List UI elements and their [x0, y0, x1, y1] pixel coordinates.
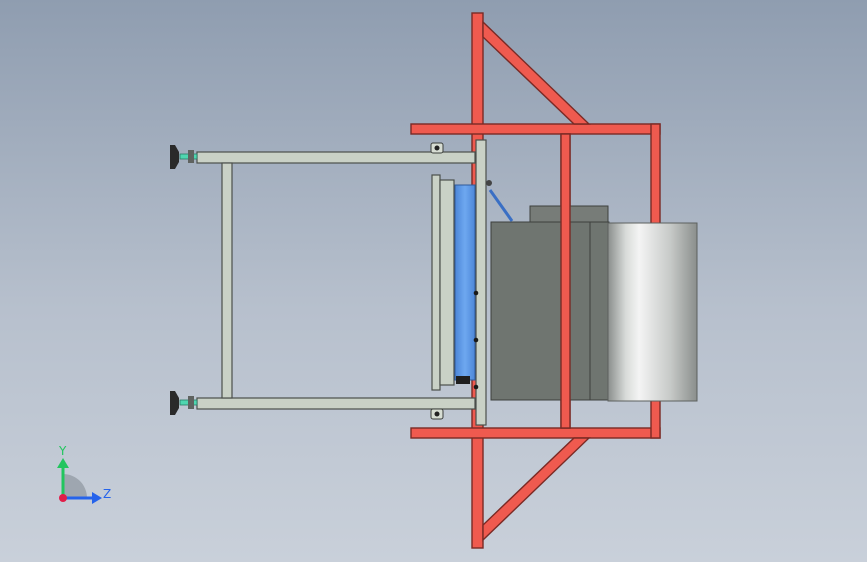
- triad-rotation-arc: [63, 474, 87, 498]
- y-axis-label: Y: [58, 444, 67, 458]
- top-bracket-bolt: [434, 145, 440, 151]
- leveling-foot-bottom[interactable]: [170, 391, 198, 415]
- foot-nut: [188, 396, 194, 409]
- red-frame-bottom-brace: [482, 437, 591, 542]
- bottom-bracket-bolt: [434, 411, 440, 417]
- steel-bottom-arm: [196, 397, 476, 410]
- y-axis-arrow-icon: [57, 458, 69, 468]
- foot-pad: [170, 145, 179, 169]
- red-frame-middle-post-front: [560, 133, 571, 429]
- z-axis-label: Z: [103, 487, 111, 501]
- dark-unit-body: [490, 221, 610, 401]
- steel-front-plate: [475, 139, 487, 426]
- dark-unit[interactable]: [490, 205, 610, 401]
- roller-cylinder[interactable]: [607, 222, 698, 402]
- x-axis-dot-icon: [59, 494, 67, 502]
- steel-inner-vertical-2: [439, 179, 455, 386]
- leveling-foot-top[interactable]: [170, 145, 198, 169]
- rod-joint: [486, 180, 492, 186]
- front-plate-bolts: [473, 290, 479, 390]
- red-frame-top-bar: [410, 123, 661, 135]
- blue-rod: [488, 189, 514, 222]
- steel-top-arm: [196, 151, 476, 164]
- steel-left-vertical: [221, 162, 233, 399]
- foot-pad: [170, 391, 179, 415]
- steel-frame[interactable]: [196, 139, 487, 426]
- blue-panel[interactable]: [454, 184, 476, 381]
- red-frame-top-brace: [482, 20, 591, 125]
- blue-panel-cap: [456, 376, 470, 384]
- steel-inner-vertical-1: [431, 174, 441, 391]
- foot-nut: [188, 150, 194, 163]
- red-frame-bottom-bar: [410, 427, 661, 439]
- axis-triad[interactable]: Y Z: [57, 444, 111, 504]
- z-axis-arrow-icon: [92, 492, 102, 504]
